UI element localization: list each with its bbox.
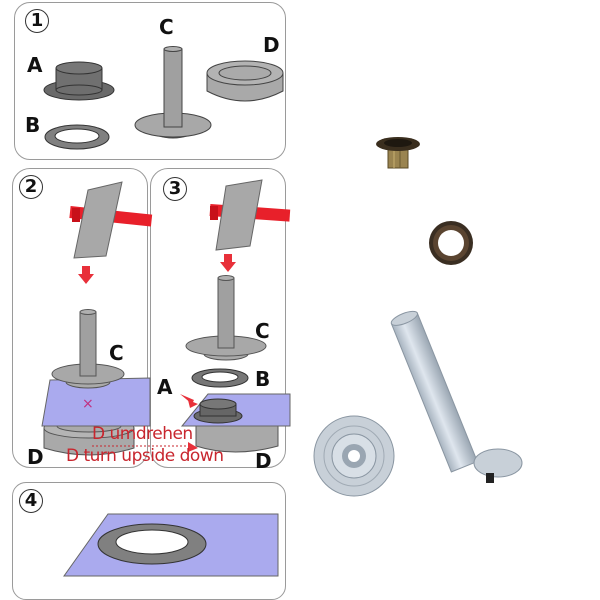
svg-text:×: ×: [82, 396, 94, 412]
step-number-1: 1: [25, 9, 49, 33]
label-a: A: [157, 375, 173, 399]
washer-top-photo: [429, 221, 473, 265]
setting-tool-photo: [390, 310, 523, 483]
anvil-photo: [313, 415, 395, 497]
step-number-3: 3: [163, 177, 187, 201]
dotted-arrow: [92, 442, 198, 452]
step-4-illustration: [63, 513, 279, 577]
label-c: C: [159, 15, 174, 39]
washer-b-icon: [44, 124, 110, 150]
step-number-2: 2: [19, 175, 43, 199]
note-english: D turn upside down: [66, 446, 224, 466]
label-d: D: [27, 445, 44, 469]
label-c: C: [255, 319, 270, 343]
label-d: D: [255, 449, 272, 473]
label-b: B: [25, 113, 41, 137]
eyelet-a-icon: [43, 61, 115, 101]
step-1-panel: 1 A B C D: [14, 2, 286, 160]
setter-c-icon: [134, 46, 212, 139]
label-c: C: [109, 341, 124, 365]
label-a: A: [27, 53, 43, 77]
note-german: D umdrehen: [92, 424, 193, 444]
anvil-d-icon: [206, 60, 284, 102]
step-3-illustration: [180, 179, 291, 453]
step-number-4: 4: [19, 489, 43, 513]
eyelet-side-photo: [376, 137, 420, 169]
label-d: D: [263, 33, 280, 57]
label-b: B: [255, 367, 271, 391]
step-2-illustration: ×: [41, 181, 153, 456]
